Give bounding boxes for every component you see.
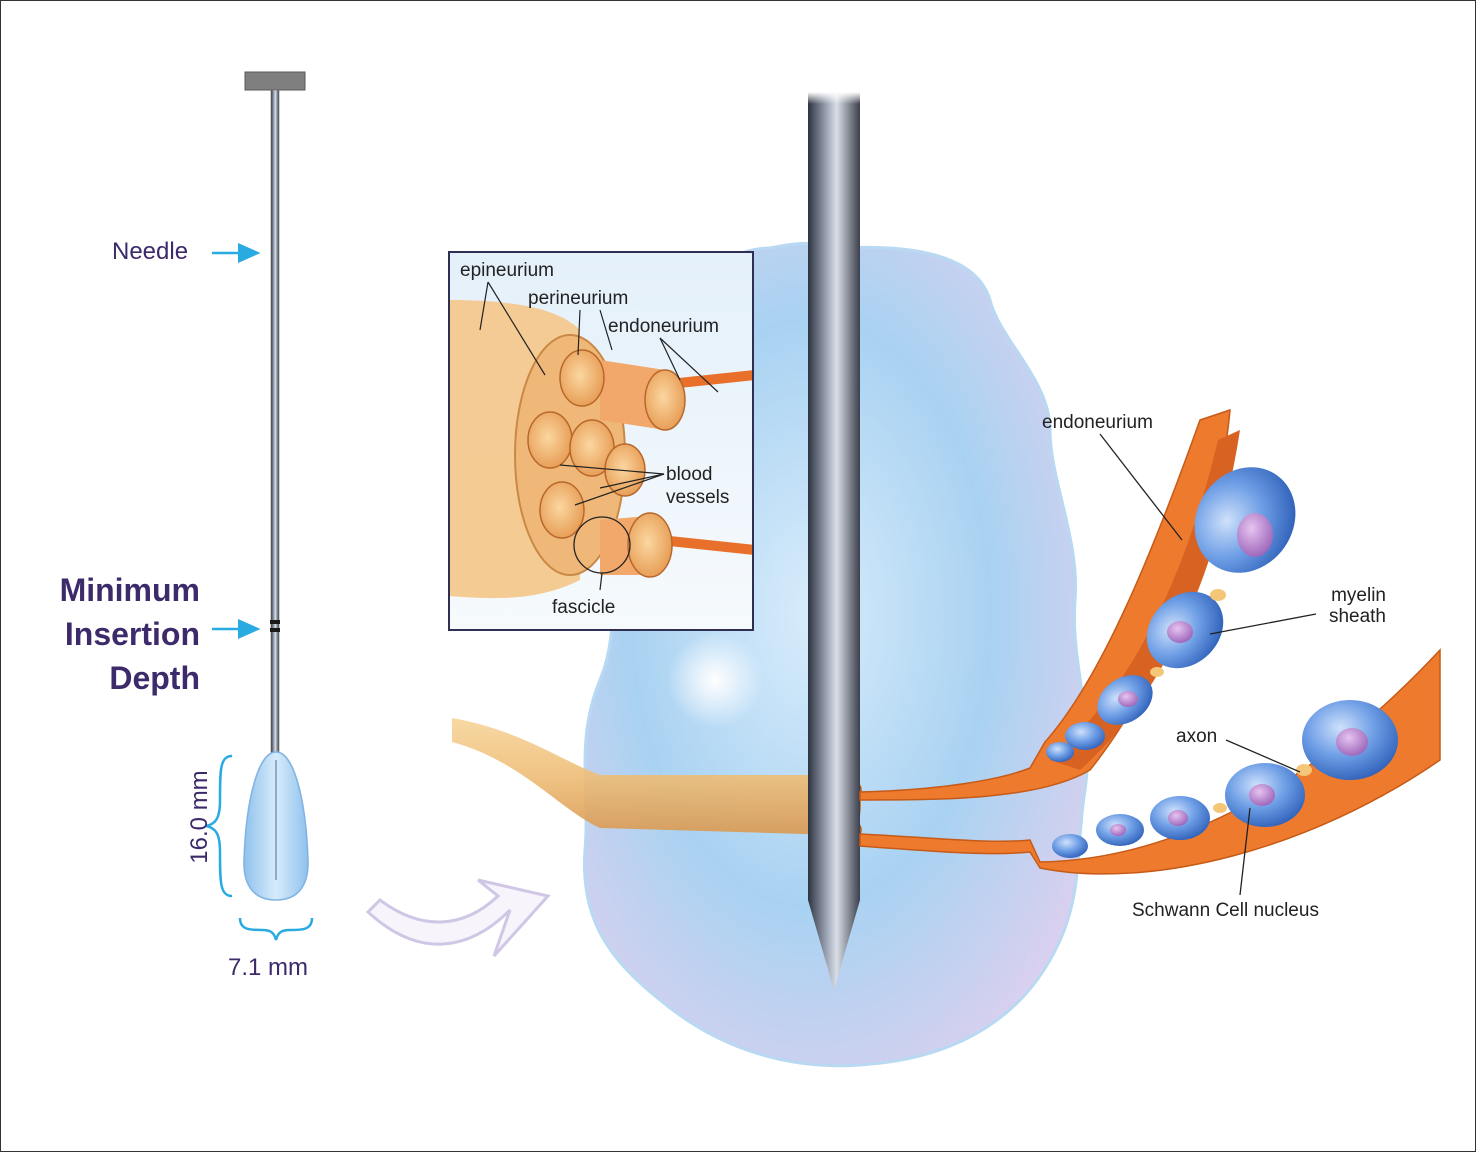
fiber-schwann-label: Schwann Cell nucleus [1132, 900, 1319, 922]
length-label: 16.0 mm [186, 767, 214, 867]
depth-mark-2 [270, 628, 280, 632]
needle-handle [245, 72, 305, 90]
fiber-axon-label: axon [1176, 726, 1217, 748]
cryo-probe [808, 92, 860, 990]
inset-vessels-label: vessels [666, 487, 729, 509]
inset-blood-label: blood [666, 464, 713, 486]
inset-endoneurium-label: endoneurium [608, 316, 719, 338]
fiber-sheath-label: sheath [1312, 606, 1386, 628]
inset-epineurium-label: epineurium [460, 260, 554, 282]
needle-shaft [271, 90, 279, 780]
inset-perineurium-label: perineurium [528, 288, 628, 310]
light-flare [667, 632, 763, 728]
width-label: 7.1 mm [228, 954, 308, 982]
probe-needle [244, 72, 308, 900]
min-depth-line-1: Minimum [28, 568, 200, 612]
width-brace [240, 918, 312, 940]
min-depth-label: Minimum Insertion Depth [28, 568, 200, 700]
fiber-endoneurium-label: endoneurium [1042, 412, 1153, 434]
needle-label: Needle [112, 238, 188, 266]
min-depth-line-3: Depth [28, 656, 200, 700]
inset-fascicle-label: fascicle [552, 597, 615, 619]
depth-mark-1 [270, 620, 280, 624]
curved-arrow-icon [368, 880, 548, 956]
min-depth-line-2: Insertion [28, 612, 200, 656]
fiber-myelin-label: myelin [1318, 585, 1386, 607]
